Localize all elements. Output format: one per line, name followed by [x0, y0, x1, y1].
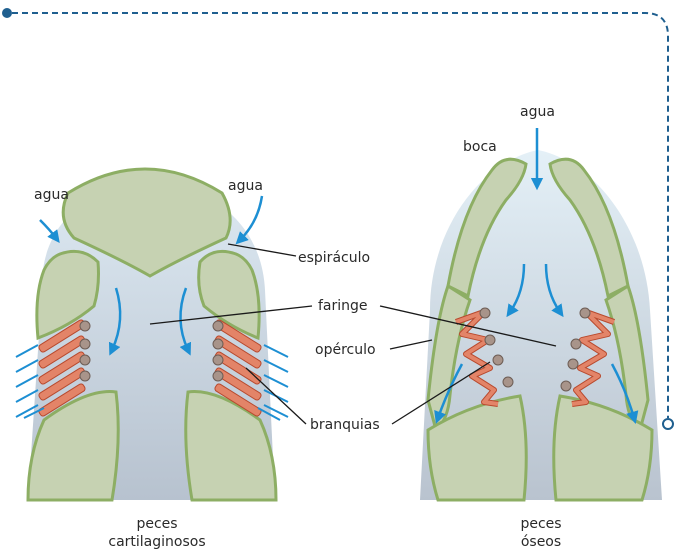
operculo-leader [390, 340, 432, 349]
caption-bony-line1: peces [520, 516, 561, 532]
frame-start-dot [2, 8, 12, 18]
caption-cartilaginous-line1: peces [136, 516, 177, 532]
label-operculo: opérculo [315, 342, 376, 358]
label-boca: boca [463, 139, 497, 155]
caption-bony-line2: óseos [521, 534, 561, 550]
caption-cartilaginous-line2: cartilaginosos [108, 534, 205, 550]
frame-end-ring [663, 419, 673, 429]
label-agua-right-cart: agua [228, 178, 263, 194]
label-faringe: faringe [318, 298, 368, 314]
label-branquias: branquias [310, 417, 380, 433]
label-espiraculo: espiráculo [298, 250, 370, 266]
label-agua-bony: agua [520, 104, 555, 120]
bony-fish [420, 128, 662, 500]
label-agua-left: agua [34, 187, 69, 203]
cartilaginous-fish [16, 169, 288, 500]
